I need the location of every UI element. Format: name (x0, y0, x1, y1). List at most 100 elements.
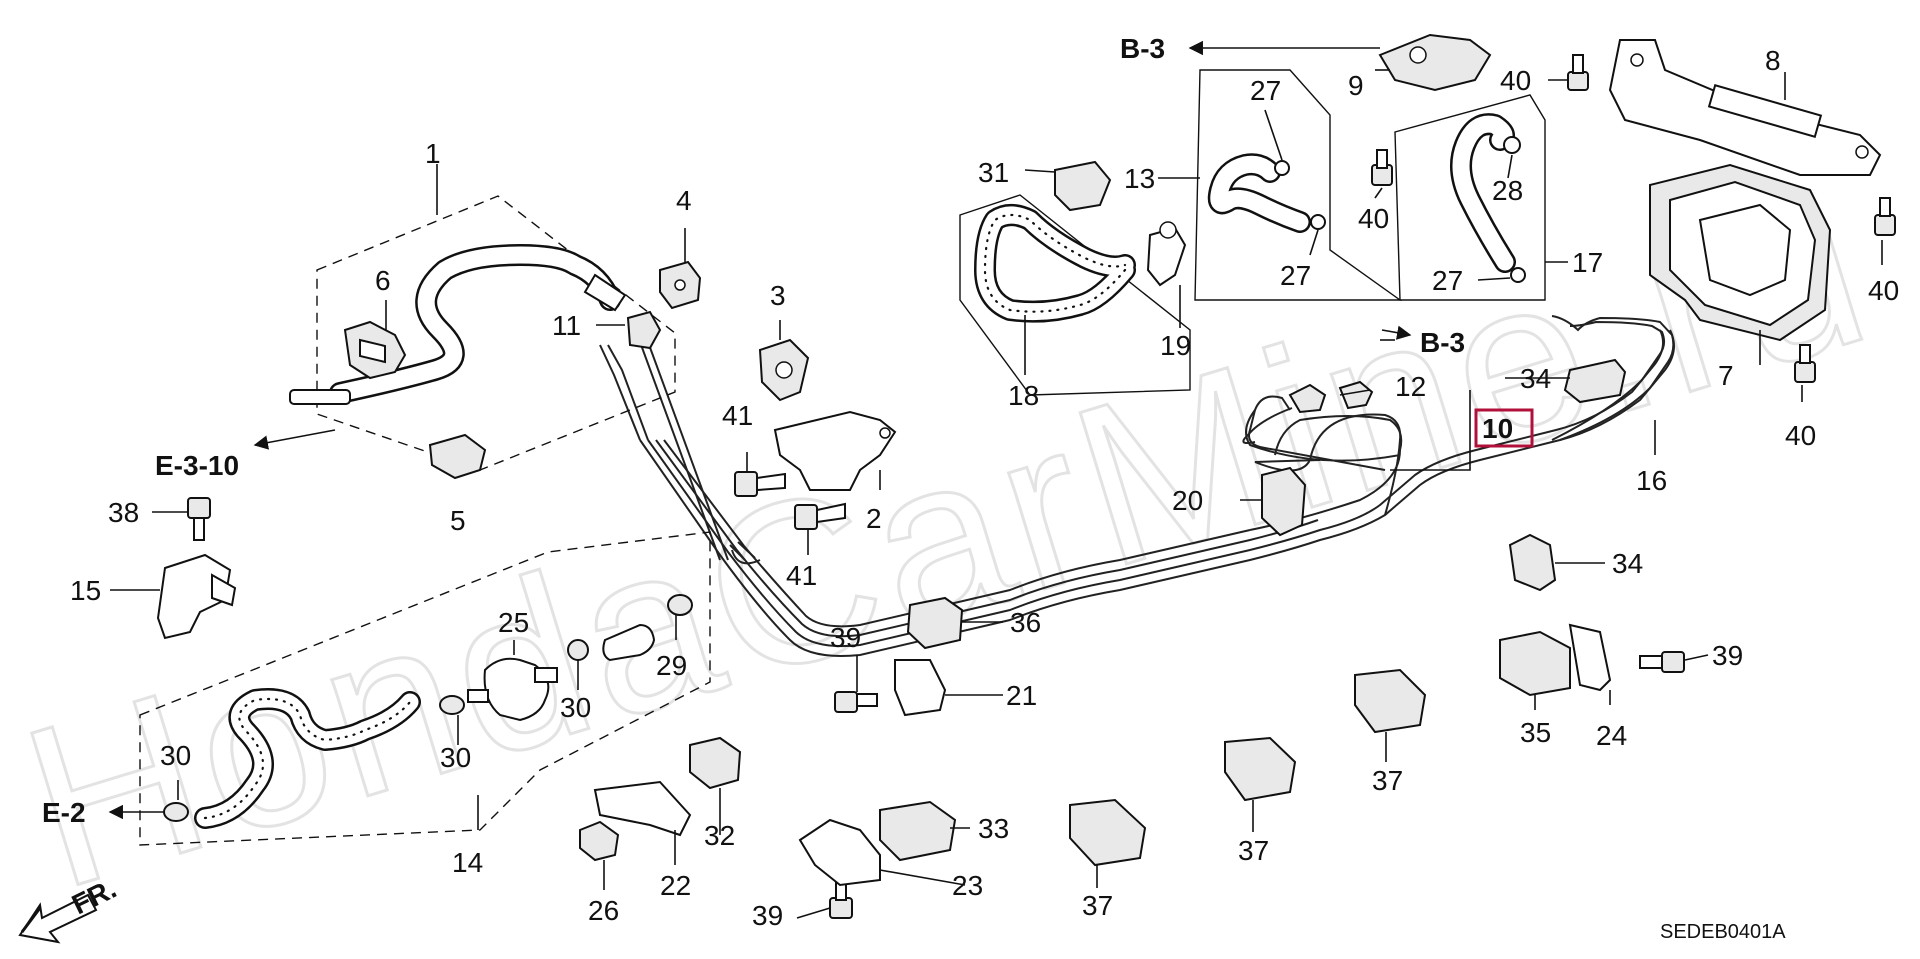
callout[interactable]: 19 (1160, 330, 1191, 361)
callout[interactable]: 21 (1006, 680, 1037, 711)
callout[interactable]: 36 (1010, 607, 1041, 638)
callout[interactable]: 40 (1358, 203, 1389, 234)
callout[interactable]: 6 (375, 265, 391, 296)
callout-layer: 1 2 3 4 5 6 7 8 9 10 11 12 13 14 15 16 1… (70, 45, 1899, 931)
callout[interactable]: 37 (1238, 835, 1269, 866)
part-hose-18 (974, 204, 1136, 323)
callout[interactable]: 34 (1520, 363, 1551, 394)
part-canister-7 (1649, 163, 1832, 342)
callout[interactable]: 8 (1765, 45, 1781, 76)
callout[interactable]: 23 (952, 870, 983, 901)
callout[interactable]: 30 (560, 692, 591, 723)
callout[interactable]: 15 (70, 575, 101, 606)
part-20 (1261, 466, 1307, 537)
ref-label-b3-mid[interactable]: B-3 (1420, 327, 1465, 358)
part-bolt-40-c (1874, 197, 1896, 236)
callout[interactable]: 30 (160, 740, 191, 771)
callout[interactable]: 29 (656, 650, 687, 681)
callout[interactable]: 27 (1432, 265, 1463, 296)
callout[interactable]: 40 (1500, 65, 1531, 96)
part-bracket-8 (1608, 39, 1882, 176)
callout[interactable]: 39 (830, 622, 861, 653)
part-32 (689, 736, 742, 790)
part-clip-30-c (567, 639, 589, 661)
part-bolt-39-a (834, 691, 878, 713)
part-clip-37-a (1354, 668, 1427, 734)
callout[interactable]: 5 (450, 505, 466, 536)
callout[interactable]: 34 (1612, 548, 1643, 579)
callout[interactable]: 9 (1348, 70, 1364, 101)
part-hose-13 (1207, 153, 1311, 233)
part-clamp-6 (343, 320, 407, 380)
part-bracket-2 (773, 410, 897, 491)
part-clip-37-c (1069, 798, 1147, 867)
part-bracket-23 (798, 818, 881, 887)
callout[interactable]: 35 (1520, 717, 1551, 748)
callout[interactable]: 40 (1785, 420, 1816, 451)
callout[interactable]: 41 (786, 560, 817, 591)
callout[interactable]: 27 (1250, 75, 1281, 106)
ref-label-b3-top[interactable]: B-3 (1120, 33, 1165, 64)
part-9 (1378, 33, 1492, 92)
callout[interactable]: 18 (1008, 380, 1039, 411)
callout-highlighted[interactable]: 10 (1482, 413, 1513, 444)
callout[interactable]: 24 (1596, 720, 1627, 751)
callout[interactable]: 3 (770, 280, 786, 311)
part-4 (659, 260, 702, 310)
callout[interactable]: 39 (752, 900, 783, 931)
part-clip-37-b (1224, 736, 1297, 802)
part-36 (906, 596, 964, 650)
part-hose-17 (1450, 113, 1516, 273)
part-connector-29 (602, 594, 693, 662)
part-3 (758, 338, 810, 402)
callout[interactable]: 33 (978, 813, 1009, 844)
callout[interactable]: 11 (552, 310, 581, 341)
part-bolt-41-b (794, 502, 846, 530)
callout[interactable]: 26 (588, 895, 619, 926)
group-box-13 (1194, 69, 1403, 301)
part-10-highlight-box (1474, 408, 1534, 448)
callout[interactable]: 37 (1082, 890, 1113, 921)
callout[interactable]: 38 (108, 497, 139, 528)
callout[interactable]: 27 (1280, 260, 1311, 291)
callout[interactable]: 2 (866, 503, 882, 534)
callout[interactable]: 37 (1372, 765, 1403, 796)
callout[interactable]: 30 (440, 742, 471, 773)
callout[interactable]: 32 (704, 820, 735, 851)
part-bracket-24 (1568, 623, 1612, 692)
callout[interactable]: 40 (1868, 275, 1899, 306)
part-clip-28 (1503, 136, 1521, 154)
callout[interactable]: 41 (722, 400, 753, 431)
ref-label-e3-10[interactable]: E-3-10 (155, 450, 239, 481)
part-clip-34-a (1563, 358, 1627, 404)
callout[interactable]: 25 (498, 607, 529, 638)
part-bolt-40-a (1371, 149, 1393, 186)
part-11 (626, 310, 662, 350)
part-clip-27-b (1310, 214, 1326, 230)
main-pipe-lines (599, 315, 1675, 657)
callout[interactable]: 28 (1492, 175, 1523, 206)
callout[interactable]: 20 (1172, 485, 1203, 516)
callout[interactable]: 12 (1395, 371, 1426, 402)
part-21 (894, 659, 947, 717)
callout[interactable]: 22 (660, 870, 691, 901)
callout[interactable]: 4 (676, 185, 692, 216)
callout[interactable]: 17 (1572, 247, 1603, 278)
callout[interactable]: 39 (1712, 640, 1743, 671)
diagram-code: SEDEB0401A (1660, 921, 1786, 943)
part-bolt-38 (187, 497, 211, 541)
callout[interactable]: 31 (978, 157, 1009, 188)
ref-label-e2[interactable]: E-2 (42, 797, 86, 828)
part-bolt-40-b (1567, 54, 1589, 91)
part-bracket-22 (593, 780, 692, 837)
group-box-1 (316, 195, 676, 471)
part-bolt-41-a (734, 471, 786, 497)
callout[interactable]: 7 (1718, 360, 1734, 391)
callout[interactable]: 1 (425, 138, 441, 169)
callout[interactable]: 16 (1636, 465, 1667, 496)
part-hose-14 (194, 688, 421, 829)
group-box-14 (139, 531, 711, 846)
callout[interactable]: 13 (1124, 163, 1155, 194)
callout[interactable]: 14 (452, 847, 483, 878)
